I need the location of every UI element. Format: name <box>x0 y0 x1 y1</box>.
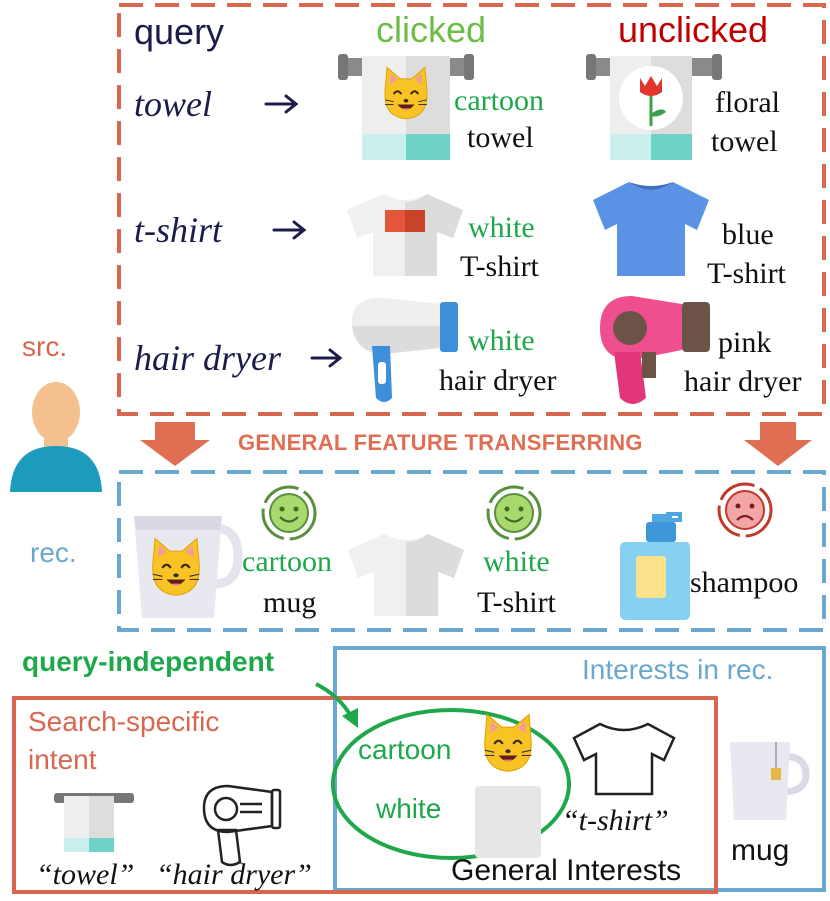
general-interests-ellipse <box>331 708 571 860</box>
transfer-arrow-right <box>744 422 812 466</box>
unclicked-item-tshirt: T-shirt <box>707 257 786 290</box>
tshirt-outline-icon <box>572 722 676 796</box>
white-tshirt-icon <box>347 194 463 276</box>
general-interests-label: General Interests <box>451 854 682 887</box>
transfer-label: GENERAL FEATURE TRANSFERRING <box>238 430 643 455</box>
unclicked-attr-hair-dryer: pink <box>718 326 772 359</box>
white-tshirt-rec-icon <box>348 534 464 616</box>
rec-item-tshirt: T-shirt <box>477 586 556 619</box>
cartoon-towel-icon <box>338 54 474 160</box>
clicked-attr-towel: cartoon <box>454 84 544 117</box>
rec-frame <box>117 470 826 632</box>
happy-face-icon <box>261 485 317 541</box>
clicked-attr-hair-dryer: white <box>468 324 535 357</box>
rec-item-mug: mug <box>263 586 317 619</box>
mug-icon <box>730 742 810 820</box>
query-independent-label: query-independent <box>22 646 275 677</box>
hair-dryer-quote-label: “hair dryer” <box>156 858 312 891</box>
src-label: src. <box>22 331 68 362</box>
white-hair-dryer-icon <box>352 297 458 402</box>
unclicked-attr-towel: floral <box>715 86 780 119</box>
search-specific-label: Search-specific <box>28 706 220 737</box>
cartoon-label: cartoon <box>358 734 452 765</box>
query-hair-dryer: hair dryer <box>134 338 281 378</box>
intent-label: intent <box>28 744 97 775</box>
rec-item-shampoo: shampoo <box>690 566 799 599</box>
header-query: query <box>134 11 225 52</box>
floral-towel-icon <box>586 54 722 160</box>
shampoo-icon <box>620 512 690 620</box>
clicked-item-tshirt: T-shirt <box>460 250 539 283</box>
blue-tshirt-icon <box>593 182 709 276</box>
unclicked-attr-tshirt: blue <box>722 218 774 251</box>
header-clicked: clicked <box>376 9 487 50</box>
white-label: white <box>376 793 442 824</box>
header-unclicked: unclicked <box>618 9 769 50</box>
sad-face-icon <box>717 482 773 538</box>
mug-label: mug <box>731 834 790 867</box>
rec-attr-tshirt: white <box>483 545 550 578</box>
user-avatar <box>10 382 102 492</box>
query-arrows <box>264 94 343 368</box>
tshirt-quote-label: “t-shirt” <box>562 804 669 837</box>
query-towel: towel <box>134 84 212 124</box>
clicked-item-towel: towel <box>467 121 534 154</box>
search-specific-frame <box>12 696 718 894</box>
hair-dryer-outline-icon <box>202 784 282 867</box>
interests-in-rec-label: Interests in rec. <box>582 654 774 685</box>
transfer-arrow-left <box>140 422 210 466</box>
white-color-swatch <box>475 786 541 858</box>
unclicked-item-towel: towel <box>711 125 778 158</box>
cartoon-mug-icon <box>134 516 243 618</box>
clicked-item-hair-dryer: hair dryer <box>439 364 557 397</box>
towel-small-icon <box>54 793 134 852</box>
towel-quote-label: “towel” <box>36 858 135 891</box>
rec-attr-mug: cartoon <box>242 545 332 578</box>
rec-label: rec. <box>30 537 77 568</box>
query-tshirt: t-shirt <box>134 210 223 250</box>
unclicked-item-hair-dryer: hair dryer <box>684 365 802 398</box>
cat-face-icon <box>483 713 533 773</box>
source-frame <box>117 3 826 416</box>
clicked-attr-tshirt: white <box>468 211 535 244</box>
pink-hair-dryer-icon <box>600 296 710 404</box>
happy-face-icon <box>486 485 542 541</box>
